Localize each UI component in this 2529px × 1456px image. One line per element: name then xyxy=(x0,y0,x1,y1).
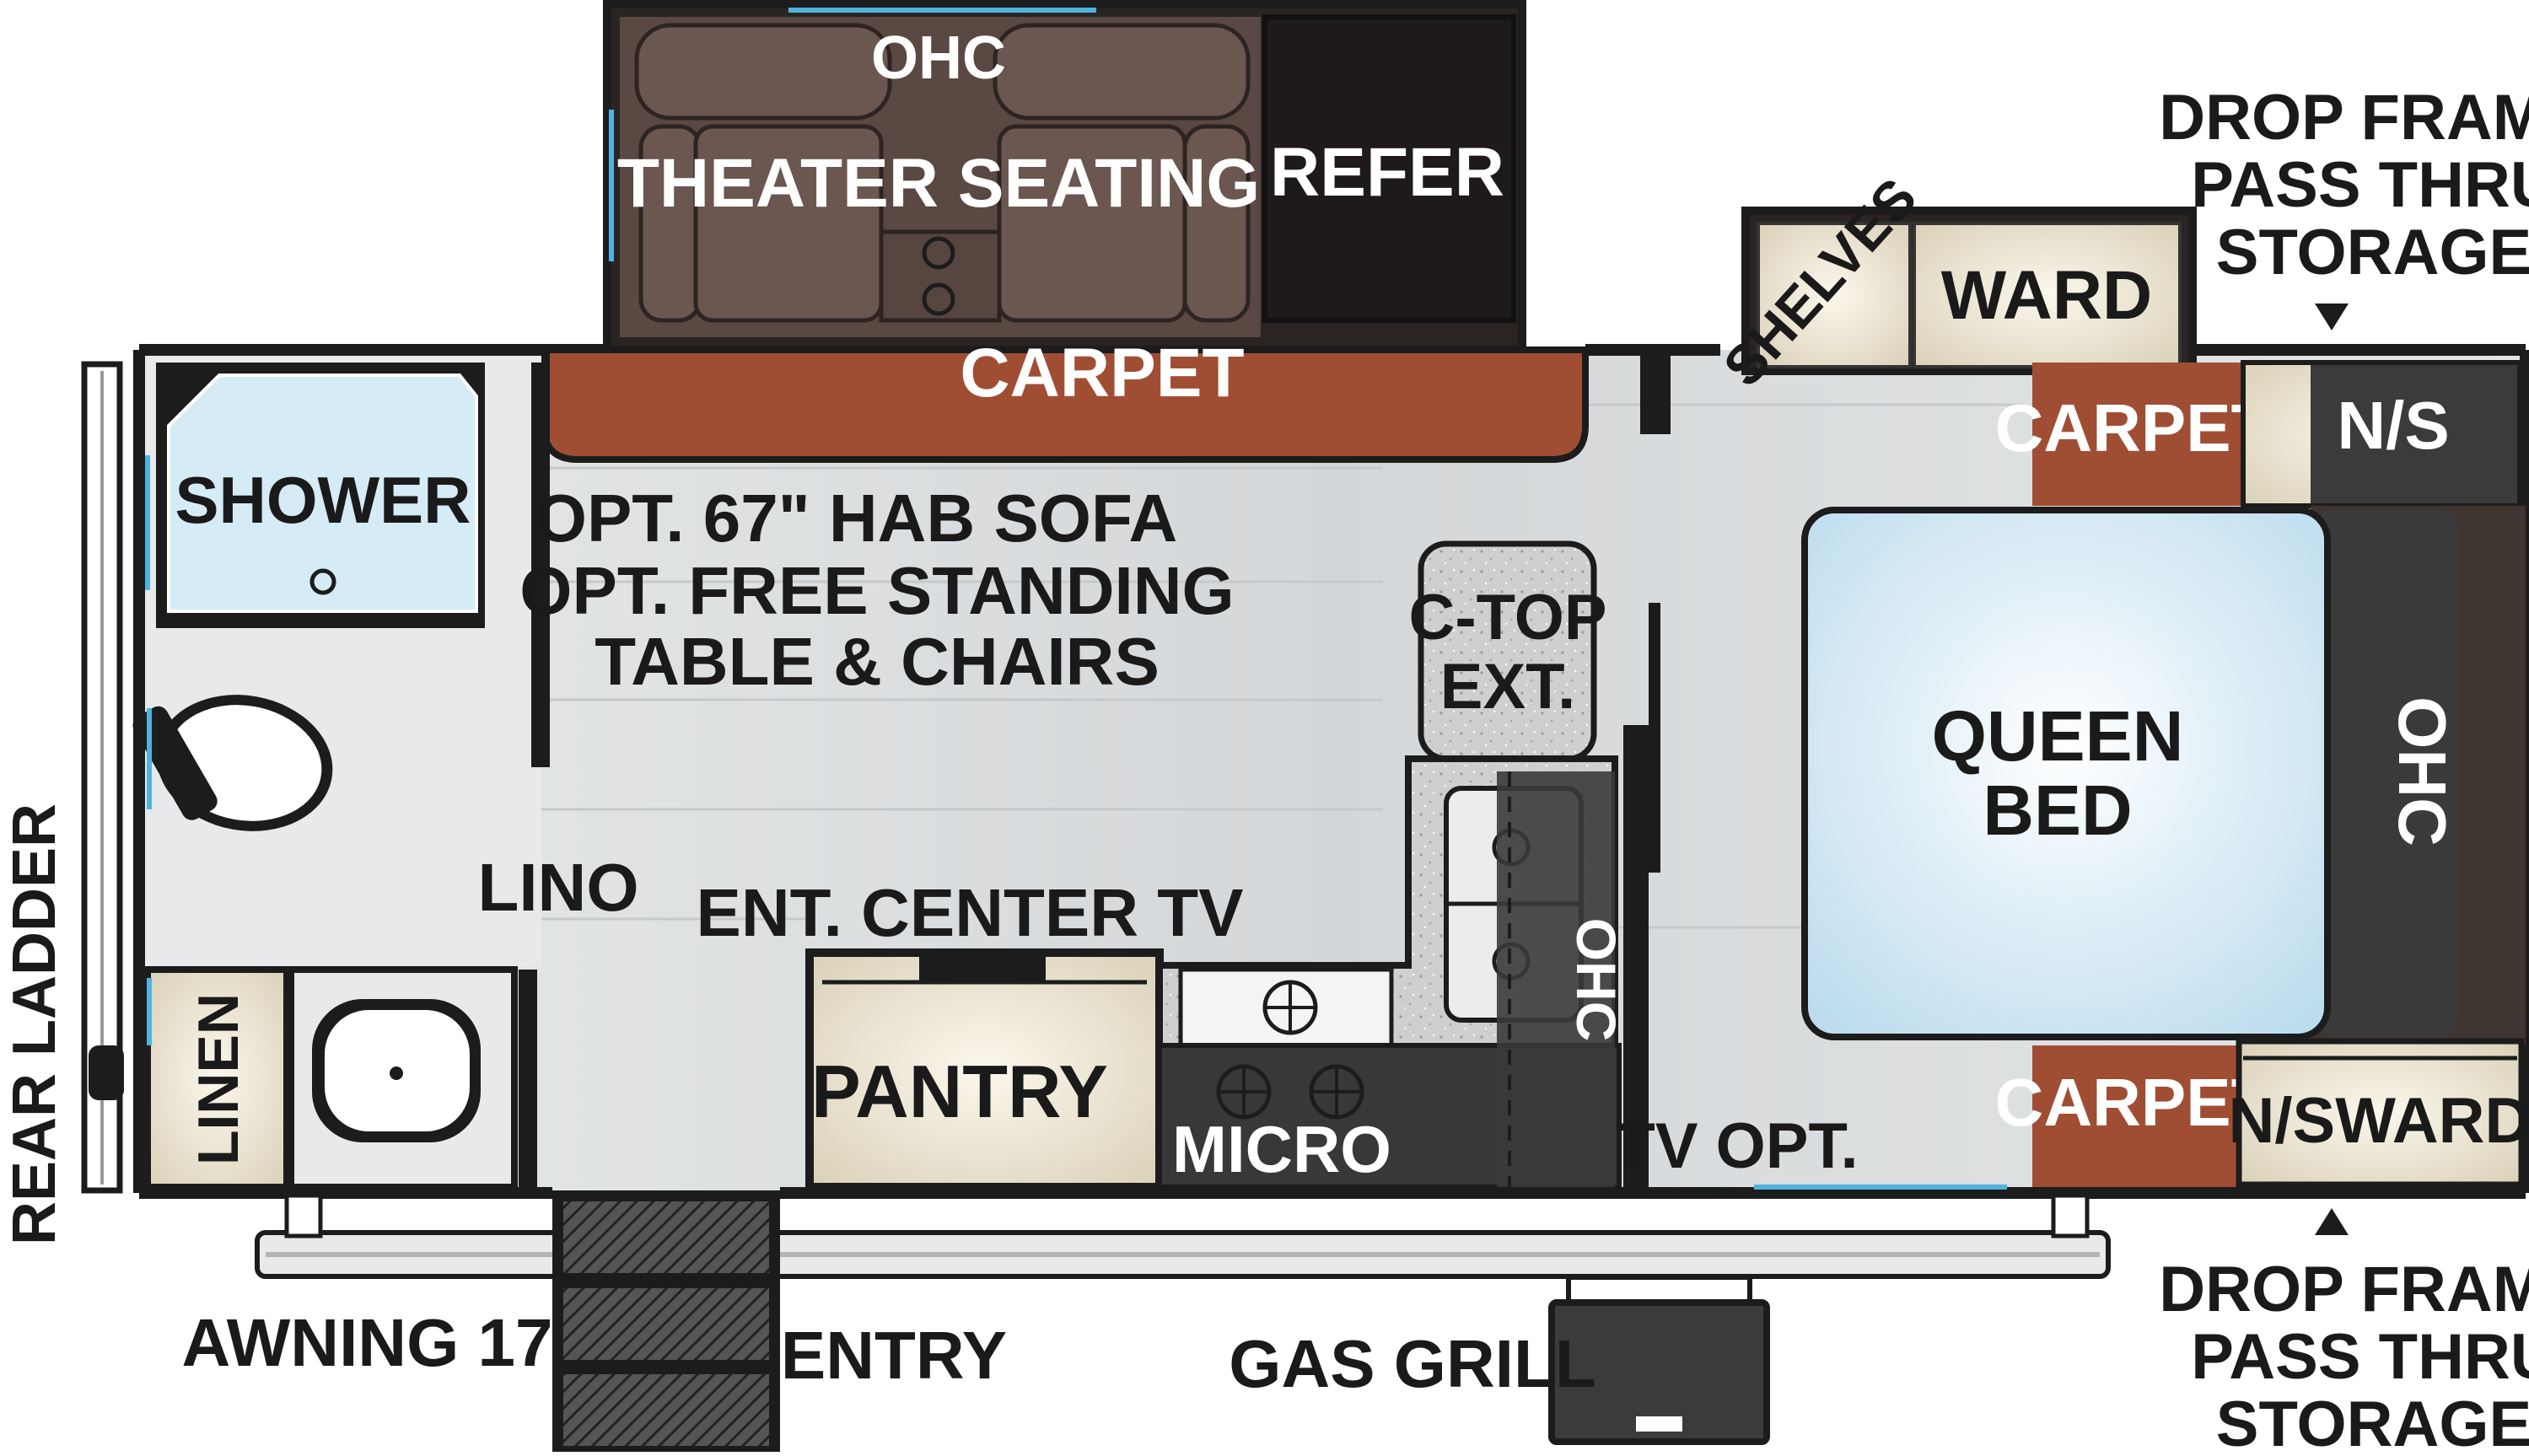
nsward xyxy=(2236,1038,2525,1188)
sofa-opt-line3: TABLE & CHAIRS xyxy=(595,624,1160,699)
lino-label: LINO xyxy=(477,850,638,925)
awning xyxy=(255,1193,2111,1279)
sofa-opt-line1: OPT. 67" HAB SOFA xyxy=(535,481,1178,556)
pantry-label: PANTRY xyxy=(811,1050,1108,1133)
shower-drain xyxy=(309,568,336,595)
micro-label: MICRO xyxy=(1172,1112,1391,1186)
refer-label: REFER xyxy=(1270,134,1504,211)
ward-label: WARD xyxy=(1941,257,2153,334)
carpet-ns xyxy=(2032,363,2243,506)
bath-drain xyxy=(390,1066,403,1080)
gas-grill xyxy=(1548,1275,1770,1445)
toilet xyxy=(132,695,333,831)
queen-bed-line1: QUEEN xyxy=(1932,696,2184,776)
drop-frame-bottom-line3: STORAGE xyxy=(2216,1389,2529,1456)
tv-wall xyxy=(1623,725,1649,1189)
tv-opt xyxy=(1649,603,1660,873)
carpet-nsward-label: CARPET xyxy=(1995,1065,2273,1140)
awning-label: AWNING 17' xyxy=(181,1305,568,1380)
bed-ohc xyxy=(2315,510,2458,1037)
nsward-label: N/SWARD xyxy=(2229,1085,2529,1157)
ent-center-tv xyxy=(919,957,1046,981)
shower-pan xyxy=(167,373,478,613)
drop-frame-top-arrow xyxy=(2315,304,2349,330)
ent-center-tv-label: ENT. CENTER TV xyxy=(697,875,1244,950)
theater-seating-label: THEATER SEATING xyxy=(617,145,1260,222)
linen xyxy=(144,966,290,1190)
drop-frame-top-line1: DROP FRAME xyxy=(2159,82,2529,153)
refer xyxy=(1262,14,1516,323)
drop-frame-bottom-line2: PASS THRU xyxy=(2191,1321,2529,1393)
ns xyxy=(2311,365,2517,503)
pantry xyxy=(805,948,1164,1191)
ns-label: N/S xyxy=(2337,388,2449,463)
cup-holders xyxy=(922,236,955,316)
kitchen-ohc xyxy=(1497,771,1615,1187)
shelves xyxy=(1757,222,1912,368)
queen-bed-line2: BED xyxy=(1983,771,2132,850)
gas-grill-label: GAS GRILL xyxy=(1229,1326,1596,1401)
sofa-opt-line2: OPT. FREE STANDING xyxy=(519,553,1234,628)
entry-label: ENTRY xyxy=(781,1318,1007,1393)
ctop-line2: EXT. xyxy=(1440,651,1576,723)
queen-bed xyxy=(1801,507,2331,1040)
entry-steps xyxy=(552,1190,780,1452)
ward xyxy=(1913,222,2182,368)
bath-door-wall xyxy=(519,970,537,1193)
kitchen-ohc-label: OHC xyxy=(1565,918,1628,1042)
carpet-slide-label: CARPET xyxy=(960,335,1244,411)
ohc-slide-label: OHC xyxy=(871,24,1006,92)
bed-ohc-label: OHC xyxy=(2385,696,2460,846)
drop-frame-top-line3: STORAGE xyxy=(2216,217,2529,288)
bath-wall xyxy=(531,363,550,767)
drop-frame-bottom-line1: DROP FRAME xyxy=(2159,1254,2529,1325)
tv-opt-label: TV OPT. xyxy=(1616,1110,1858,1182)
wall-stub xyxy=(1640,350,1671,434)
linen-label: LINEN xyxy=(186,993,250,1165)
carpet-ns-label: CARPET xyxy=(1995,390,2273,465)
drop-frame-top-line2: PASS THRU xyxy=(2191,149,2529,221)
drop-frame-bottom-arrow xyxy=(2315,1208,2349,1235)
theater-seats xyxy=(634,23,1251,323)
ctop-line1: C-TOP xyxy=(1408,582,1606,653)
carpet-nsward xyxy=(2032,1045,2243,1187)
shower-label: SHOWER xyxy=(175,463,471,537)
burner-grates xyxy=(1219,982,1362,1117)
rear-ladder xyxy=(81,361,124,1194)
rear-ladder-label: REAR LADDER xyxy=(1,803,68,1245)
